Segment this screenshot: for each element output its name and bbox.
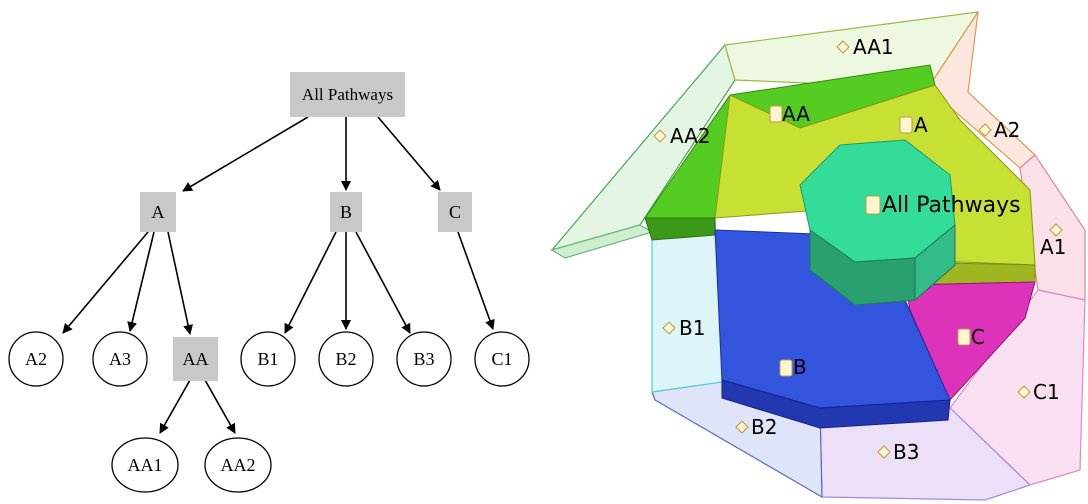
edge-b-b1: [284, 231, 337, 334]
tree-node-label: B3: [413, 349, 434, 369]
sunburst-label-aa: AA: [782, 102, 810, 126]
label-aa1: AA1: [836, 35, 894, 59]
edge-aa-aa1: [159, 379, 191, 434]
pathway-tree: All Pathways A B C AA A2 A3: [8, 72, 530, 493]
label-c1: C1: [1017, 380, 1060, 404]
sunburst-label-b3: B3: [893, 440, 919, 464]
tree-edges: [62, 116, 495, 434]
pathway-sunburst: All Pathways A AA B C AA1: [550, 11, 1086, 501]
tree-node-aa2: AA2: [204, 437, 272, 493]
sunburst-label-c: C: [971, 325, 985, 349]
sunburst-label-b: B: [793, 355, 807, 379]
tree-node-b: B: [330, 192, 362, 232]
pathway-doc-icon: [779, 359, 793, 377]
edge-root-c: [377, 116, 441, 191]
sunburst-segment-c1[interactable]: [949, 289, 1086, 486]
pathway-doc-icon: [865, 195, 881, 215]
label-aa: AA: [769, 102, 810, 126]
tree-node-label: B: [340, 202, 352, 222]
edge-a-a2: [62, 231, 149, 334]
pathway-leaf-icon: [1017, 385, 1031, 399]
edge-a-aa: [167, 231, 193, 335]
tree-node-a2: A2: [8, 331, 64, 387]
tree-node-aa1: AA1: [111, 437, 179, 493]
edge-c-c1: [457, 231, 495, 330]
sunburst-label-a: A: [914, 113, 928, 137]
tree-node-label: B1: [257, 349, 278, 369]
tree-node-a: A: [140, 192, 176, 232]
pathway-leaf-icon: [978, 123, 992, 137]
edge-a-a3: [127, 231, 155, 332]
sunburst-labels: All Pathways A AA B C AA1: [653, 35, 1066, 464]
label-a1: A1: [1040, 223, 1066, 259]
edge-root-a: [182, 116, 309, 192]
label-a2: A2: [978, 118, 1020, 142]
sunburst-label-c1: C1: [1033, 380, 1060, 404]
tree-node-label: A: [152, 202, 165, 222]
pathway-doc-icon: [899, 116, 913, 134]
tree-node-c: C: [438, 192, 472, 232]
pathway-leaf-icon: [735, 420, 749, 434]
tree-node-label: AA1: [128, 455, 163, 475]
sunburst-segment-b1[interactable]: [651, 217, 723, 393]
sunburst-label-a1: A1: [1040, 235, 1066, 259]
pathway-leaf-icon: [1049, 223, 1063, 237]
sunburst-label-b2: B2: [751, 415, 777, 439]
pathway-leaf-icon: [836, 40, 850, 54]
sunburst-segment-a2[interactable]: [927, 11, 1036, 169]
label-b: B: [779, 355, 807, 379]
sunburst-label-aa2: AA2: [670, 124, 711, 148]
label-b2: B2: [735, 415, 777, 439]
tree-node-a3: A3: [92, 331, 148, 387]
label-b3: B3: [877, 440, 919, 464]
tree-node-label: AA: [183, 349, 209, 369]
pathway-leaf-icon: [877, 445, 891, 459]
tree-node-label: All Pathways: [302, 85, 393, 104]
label-aa2: AA2: [653, 124, 711, 148]
tree-node-label: C1: [491, 349, 512, 369]
tree-node-b2: B2: [318, 331, 374, 387]
tree-node-label: A3: [109, 349, 131, 369]
sunburst-root-label: All Pathways: [882, 193, 1021, 218]
label-b1: B1: [662, 316, 705, 340]
tree-node-label: C: [449, 202, 461, 222]
label-c: C: [957, 325, 985, 349]
sunburst-label-a2: A2: [994, 118, 1020, 142]
sunburst-label-aa1: AA1: [853, 35, 894, 59]
sunburst-root-side-right: [914, 223, 956, 302]
tree-node-b1: B1: [240, 331, 296, 387]
sunburst-label-b1: B1: [679, 316, 705, 340]
tree-node-label: A2: [25, 349, 47, 369]
edge-aa-aa2: [204, 379, 236, 434]
pathway-leaf-icon: [653, 129, 667, 143]
tree-node-b3: B3: [396, 331, 452, 387]
tree-node-aa: AA: [173, 337, 218, 381]
label-a: A: [899, 113, 928, 137]
label-root: All Pathways: [865, 193, 1021, 218]
pathway-doc-icon: [957, 328, 971, 346]
pathway-leaf-icon: [662, 321, 676, 335]
tree-node-root: All Pathways: [290, 72, 405, 117]
pathway-doc-icon: [769, 105, 783, 123]
tree-node-label: B2: [335, 349, 356, 369]
tree-node-c1: C1: [474, 331, 530, 387]
sunburst-segment-b-side: [721, 379, 951, 429]
tree-node-label: AA2: [221, 455, 256, 475]
edge-b-b3: [355, 231, 411, 334]
